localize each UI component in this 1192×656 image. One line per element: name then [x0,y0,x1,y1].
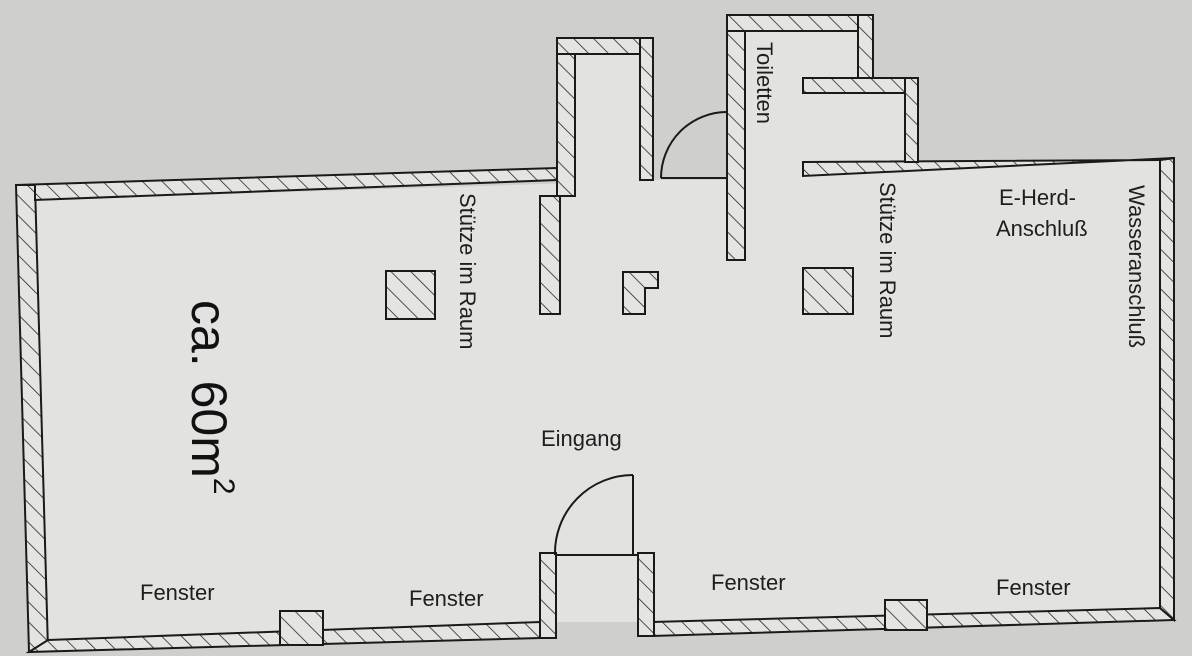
wall-toilet-right-upper [857,14,874,84]
area-label: ca. 60m2 [181,300,240,495]
label-entrance: Eingang [541,426,622,451]
column-small [622,271,659,315]
label-toilets: Toiletten [752,42,777,124]
column-left [385,270,436,320]
label-stove: E-Herd- [999,185,1077,210]
label-window-1: Fenster [140,580,215,605]
window-pier-right [884,599,928,631]
wall-right [1159,156,1175,623]
wall-top-left [15,166,558,202]
column-right [802,267,854,315]
label-support-left: Stütze im Raum [455,193,480,350]
door-toilet-swing [660,111,728,179]
label-water: Wasseranschluß [1124,185,1149,349]
wall-toilet-mid [802,77,919,94]
label-window-3: Fenster [711,570,786,595]
window-pier-left [279,610,324,646]
label-window-2: Fenster [409,586,484,611]
label-window-4: Fenster [996,575,1071,600]
wall-toilet-right-lower [904,77,919,163]
wall-corridor-right [639,37,654,181]
wall-toilet-top [726,14,874,32]
label-stove-line2: Anschluß [996,216,1088,241]
wall-toilet-left [726,14,746,261]
door-entrance-swing [553,474,634,556]
wall-corridor-top [556,37,654,55]
wall-top-right [802,157,1175,178]
wall-corridor-left [556,37,576,197]
label-support-right: Stütze im Raum [875,182,900,339]
wall-entrance-right [637,552,655,637]
wall-entrance-left [539,552,557,639]
wall-stub-left [539,195,561,315]
floor-area [35,25,1160,640]
